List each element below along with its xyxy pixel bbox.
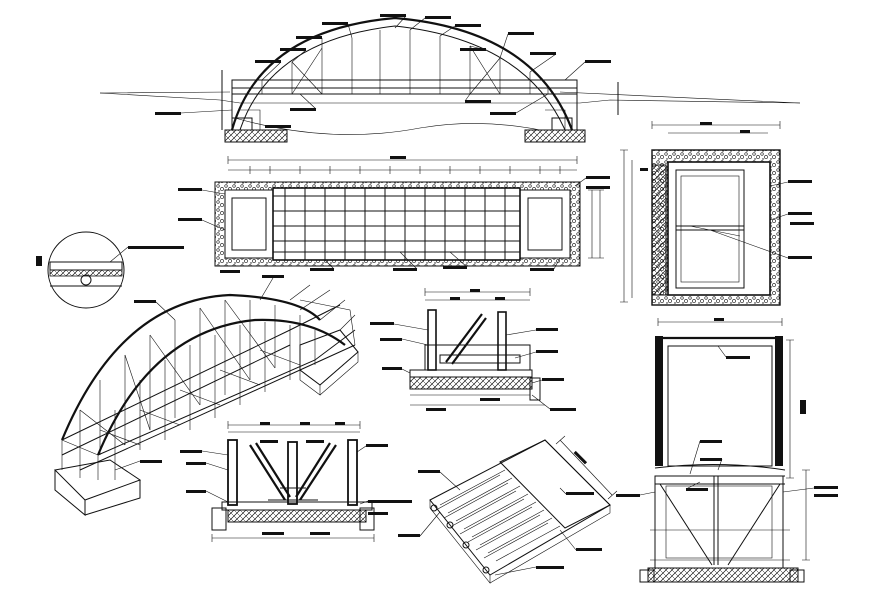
connection-detail-circle: [36, 231, 184, 309]
abutment-plan-view: [620, 121, 814, 306]
bridge-elevation-view: [99, 14, 801, 143]
pier-elevation-view: [616, 318, 838, 583]
bridge-plan-view: [178, 156, 610, 273]
bridge-isometric-view: [53, 275, 359, 517]
deck-cross-section-small: [370, 288, 576, 411]
deck-cross-section-large: [180, 421, 412, 542]
deck-panel-isometric: [398, 435, 618, 584]
